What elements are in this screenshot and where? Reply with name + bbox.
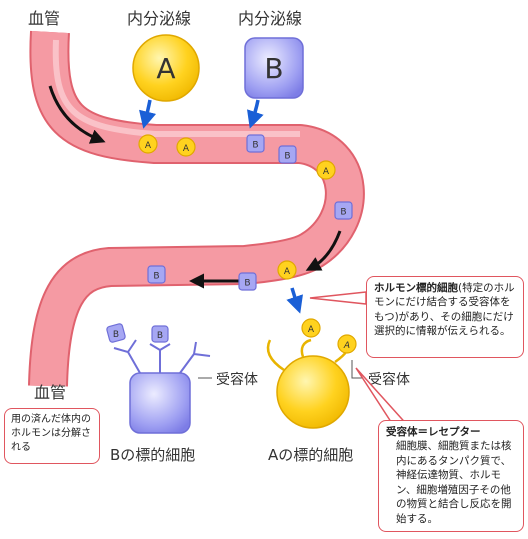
blood-vessel — [28, 30, 365, 387]
target-note-pointer — [309, 291, 367, 305]
svg-text:B: B — [284, 152, 290, 162]
svg-text:B: B — [113, 330, 119, 340]
receptor-note-body: 細胞膜、細胞質または核内にあるタンパク質で、神経伝達物質、ホルモン、細胞増殖因子… — [396, 440, 512, 525]
svg-text:A: A — [308, 325, 315, 335]
target-cell-a: A A — [266, 318, 364, 429]
secretion-arrow-b — [247, 99, 264, 129]
target-a-label: Aの標的細胞 — [268, 446, 353, 464]
svg-text:A: A — [343, 341, 350, 351]
hormone-a-molecule: A — [138, 134, 158, 154]
hormone-a-molecule: A — [316, 160, 336, 180]
hormone-b-molecule: B — [334, 201, 353, 220]
target-cell-note: ホルモン標的細胞(特定のホルモンにだけ結合する受容体をもつ)があり、その細胞にだ… — [366, 276, 524, 358]
hormone-b-molecule: B — [147, 265, 166, 284]
gland-a-label: 内分泌線 — [127, 9, 191, 28]
svg-text:A: A — [145, 141, 152, 151]
flow-arrow-1 — [48, 85, 106, 144]
svg-text:B: B — [153, 272, 159, 282]
svg-text:B: B — [157, 331, 163, 341]
hormone-b-molecule: B — [278, 145, 297, 164]
degradation-note-text: 用の済んだ体内のホルモンは分解される — [11, 414, 91, 453]
svg-text:B: B — [252, 141, 258, 151]
hormone-a-molecule: A — [277, 260, 297, 280]
gland-b: B — [244, 37, 304, 99]
receptor-note-title: 受容体＝レセプター — [386, 426, 481, 438]
receptor-b — [113, 339, 211, 374]
secretion-arrow-a — [139, 99, 157, 129]
gland-a-letter: A — [156, 52, 175, 85]
svg-text:A: A — [183, 144, 190, 154]
blood-vessel-top-label: 血管 — [28, 9, 60, 28]
receptor-b-label: 受容体 — [216, 371, 258, 388]
blood-vessel-bottom-label: 血管 — [34, 383, 66, 402]
flow-arrow-2 — [305, 230, 342, 271]
svg-text:B: B — [340, 208, 346, 218]
gland-b-label: 内分泌線 — [238, 9, 302, 28]
receptor-note: 受容体＝レセプター 細胞膜、細胞質または核内にあるタンパク質で、神経伝達物質、ホ… — [378, 420, 524, 532]
target-cell-b: B B — [106, 323, 212, 434]
hormone-b-molecule: B — [238, 272, 257, 291]
target-cell-note-title: ホルモン標的細胞 — [374, 282, 458, 294]
svg-text:A: A — [323, 167, 330, 177]
receptor-a-label: 受容体 — [368, 371, 410, 388]
svg-text:B: B — [244, 279, 250, 289]
target-cell-note-body: (特定のホルモンにだけ結合する受容体をもつ)があり、その細胞にだけ選択的に情報が… — [374, 282, 515, 338]
release-arrow-a — [286, 287, 303, 314]
target-b-label: Bの標的細胞 — [110, 446, 195, 464]
gland-b-letter: B — [264, 52, 283, 85]
gland-a: A — [132, 34, 200, 102]
hormone-a-molecule: A — [176, 137, 196, 157]
hormone-b-molecule: B — [246, 134, 265, 153]
svg-text:A: A — [284, 267, 291, 277]
degradation-note: 用の済んだ体内のホルモンは分解される — [4, 408, 100, 464]
